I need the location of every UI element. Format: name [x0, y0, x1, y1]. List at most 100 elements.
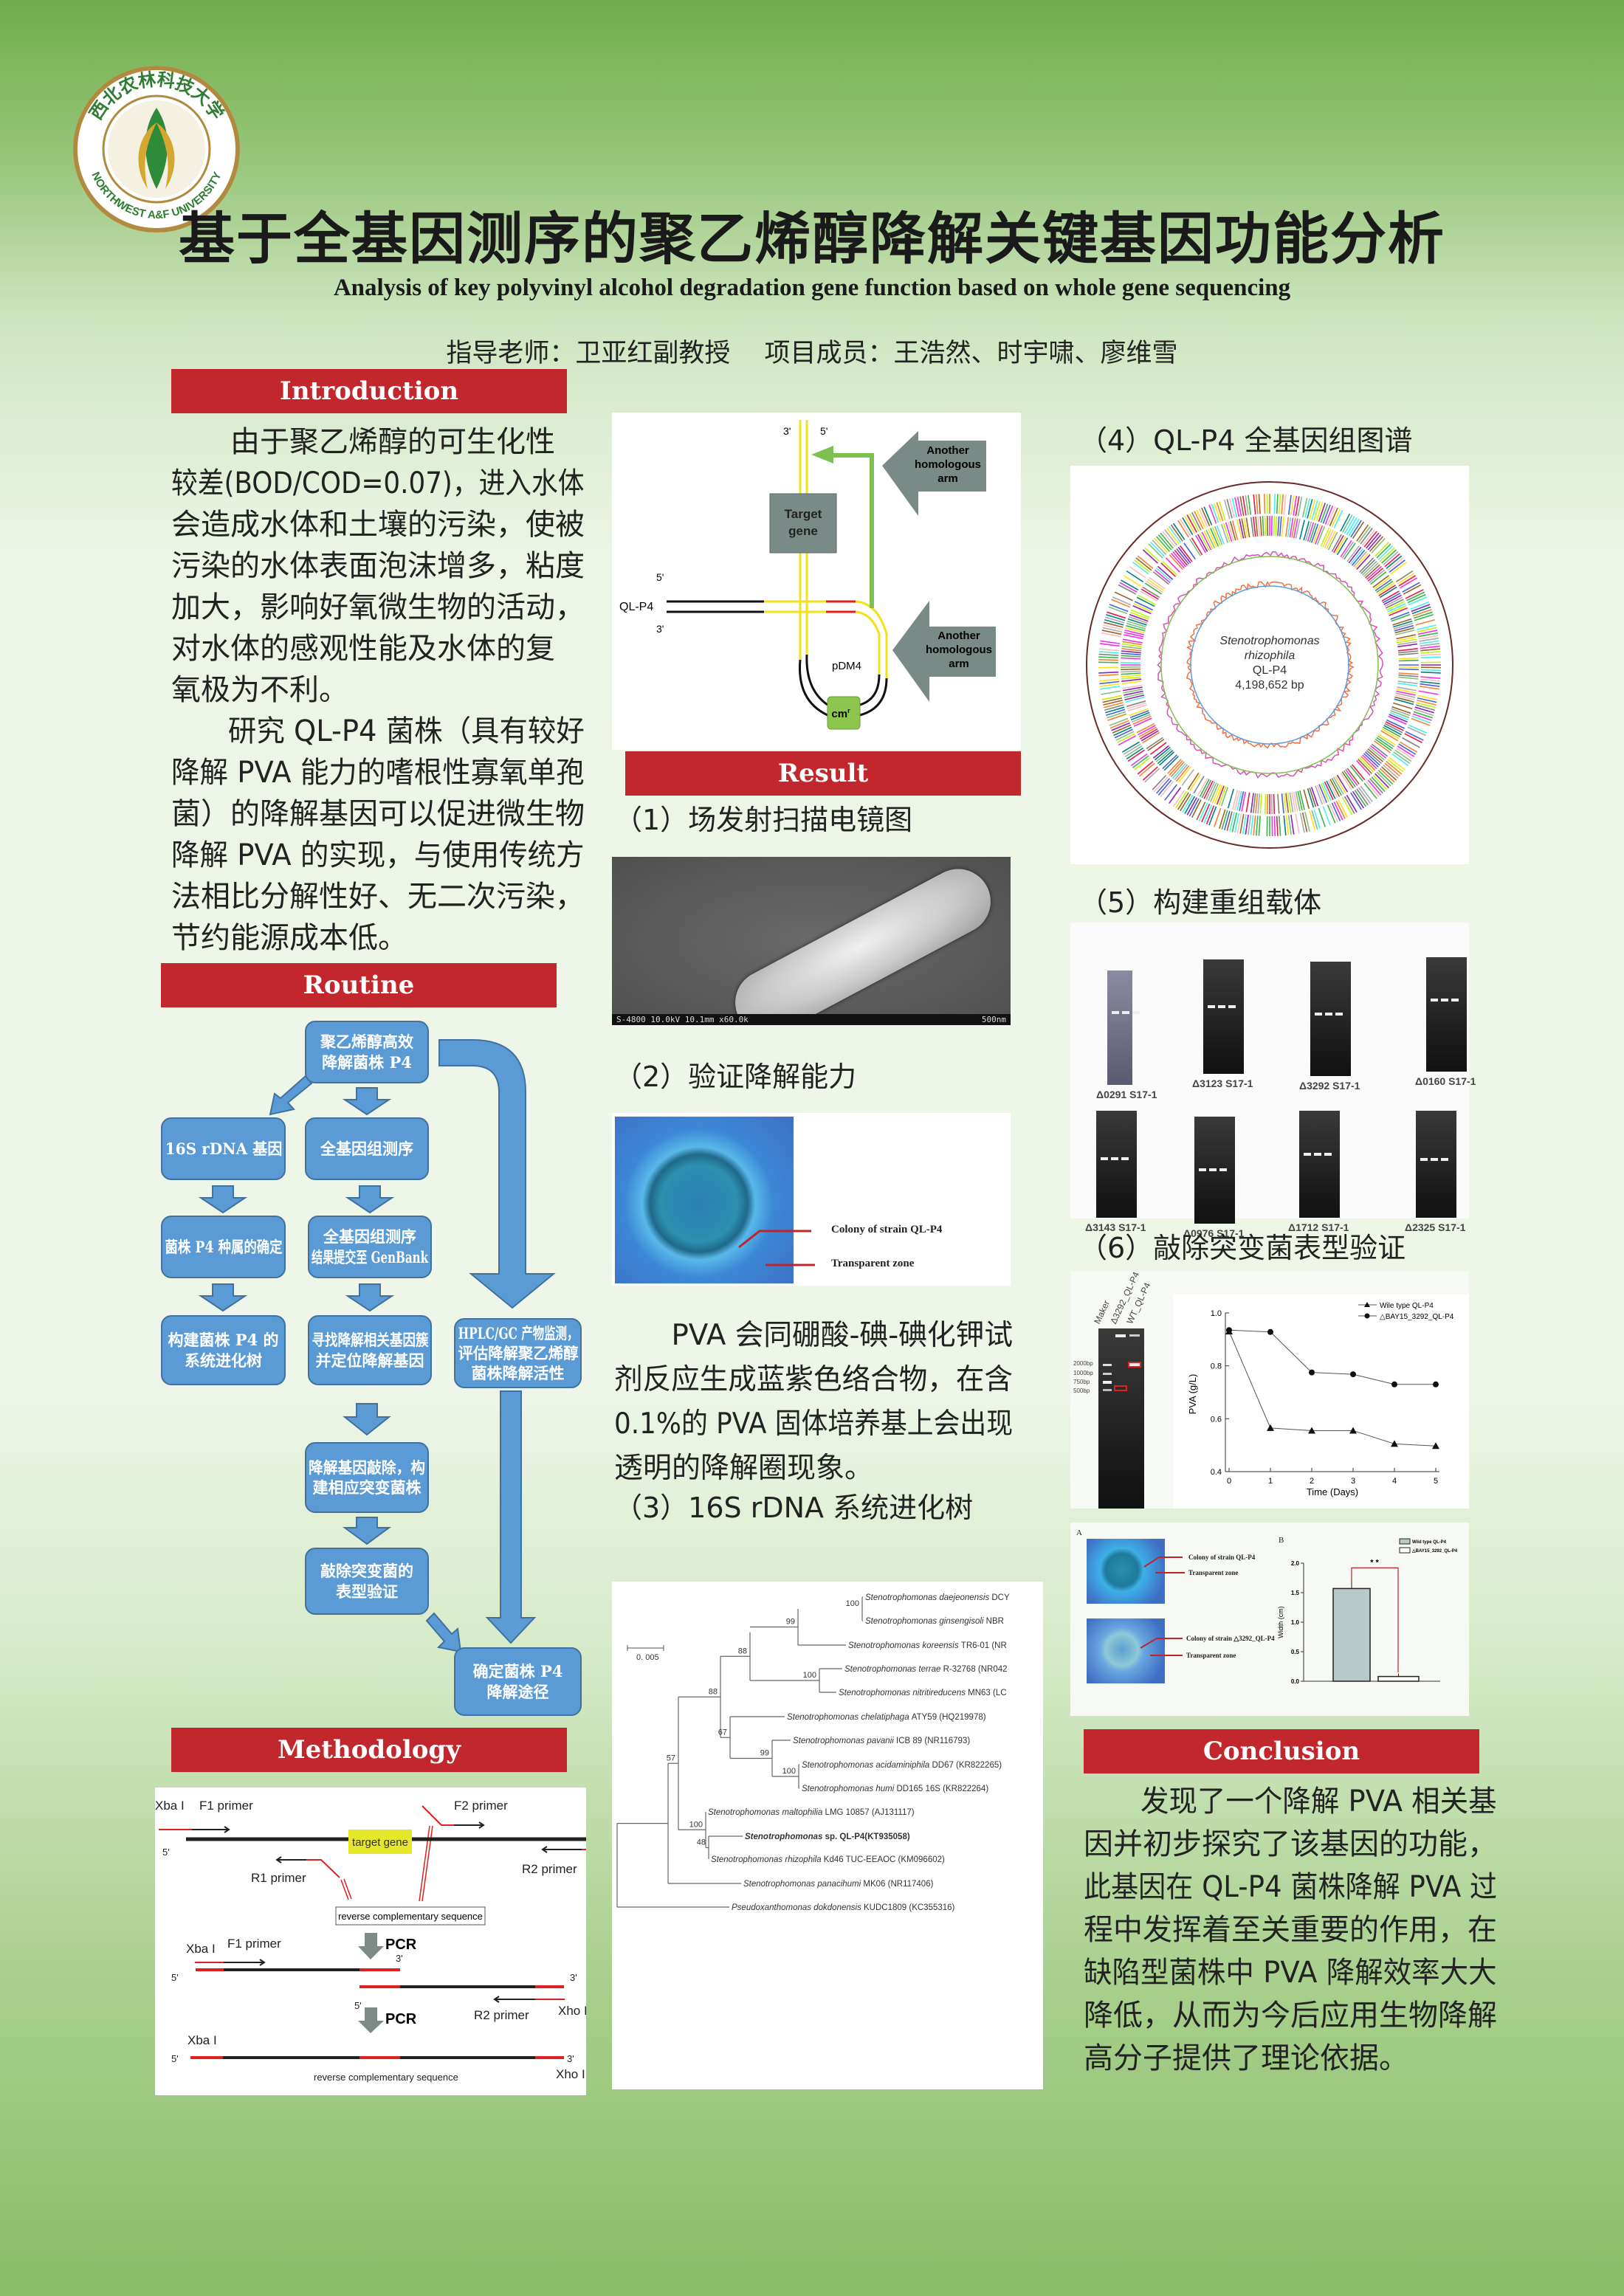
tree-leaf-label: Stenotrophomonas chelatiphaga ATY59 (HQ2… — [787, 1713, 986, 1722]
gel-label: Δ3292 S17-1 — [1299, 1080, 1360, 1092]
text-line: 会造成水体和土壤的污染，使被 — [171, 508, 585, 542]
tree-leaf-label: Stenotrophomonas ginsengisoli NBR — [865, 1617, 1004, 1626]
f2-primer-label: F2 primer — [454, 1799, 508, 1813]
legend-label: Wild type QL-P4 — [1412, 1540, 1447, 1545]
xba-label: Xba I — [155, 1799, 185, 1813]
gel-label: Δ0160 S17-1 — [1415, 1075, 1476, 1087]
bootstrap-value: 48 — [697, 1838, 706, 1847]
genome-center-label: QL-P4 — [1253, 664, 1287, 677]
legend-swatch — [1399, 1538, 1411, 1545]
bar — [1332, 1587, 1371, 1682]
text-line: 节约能源成本低。 — [171, 921, 407, 955]
y-tick-label: 2.0 — [1291, 1560, 1300, 1567]
arrow-down-icon — [343, 1403, 391, 1436]
flow-step-text: 评估降解聚乙烯醇 — [458, 1343, 578, 1362]
legend-label: Wile type QL-P4 — [1380, 1302, 1434, 1310]
result-heading-5: （5）构建重组载体 — [1079, 886, 1322, 919]
text-line: 污染的水体表面泡沫增多，粘度 — [171, 549, 585, 583]
gel-label: Δ3143 S17-1 — [1085, 1221, 1146, 1233]
genome-circular-map: StenotrophomonasrhizophilaQL-P44,198,652… — [1070, 466, 1469, 864]
gel-image — [1194, 1117, 1235, 1224]
text-line: 程中发挥着至关重要的作用，在 — [1084, 1913, 1497, 1947]
result-heading-4: （4）QL-P4 全基因组图谱 — [1079, 424, 1413, 457]
bootstrap-value: 88 — [738, 1647, 747, 1655]
gel-image — [1107, 971, 1140, 1085]
xba-label: Xba I — [187, 2033, 217, 2047]
homologous-arm-arrow-icon — [892, 601, 996, 702]
bootstrap-value: 100 — [846, 1599, 859, 1608]
target-label: gene — [788, 524, 818, 538]
five-prime-label: 5' — [354, 2000, 362, 2011]
sem-image: S-4800 10.0kV 10.1mm x60.0k 500nm — [612, 857, 1011, 1025]
y-axis-title: Width (cm) — [1277, 1606, 1284, 1638]
x-tick-label: 2 — [1310, 1477, 1314, 1486]
pcr-arrow-icon — [358, 2007, 384, 2033]
text-line: 菌）的降解基因可以促进微生物 — [171, 797, 585, 831]
f1-primer-label: F1 primer — [199, 1799, 253, 1813]
flow-step-box: 全基因组测序结果提交至 GenBank — [308, 1216, 432, 1278]
target-gene-box — [348, 1830, 412, 1854]
methodology-diagram: Xba I F1 primer F2 primer 5' R1 primer R… — [155, 1787, 586, 2095]
x-axis-title: Time (Days) — [1307, 1486, 1358, 1497]
green-arrow-icon — [811, 446, 833, 463]
cm-sup-label: r — [847, 707, 850, 714]
y-tick-label: 0.6 — [1211, 1415, 1222, 1424]
flow-step-text: 全基因组测序 — [320, 1139, 413, 1158]
text-line: 降解 PVA 的实现，与使用传统方 — [171, 838, 585, 872]
arrow-diagonal-icon — [269, 1075, 313, 1116]
colony-callouts — [738, 1230, 815, 1266]
result-heading-3: （3）16S rDNA 系统进化树 — [614, 1492, 974, 1524]
cmr-box — [827, 696, 861, 730]
flow-step-text: 降解基因敲除，构 — [309, 1458, 425, 1477]
three-prime-label: 3' — [783, 425, 791, 437]
y-tick-label: 1.5 — [1291, 1590, 1300, 1596]
text-line: 研究 QL-P4 菌株（具有较好 — [171, 714, 585, 748]
pcr-label: PCR — [385, 1937, 417, 1953]
r1-primer-label: R1 primer — [251, 1871, 306, 1885]
flow-step-box: 降解基因敲除，构建相应突变菌株 — [305, 1442, 429, 1513]
gel-label: Δ1712 S17-1 — [1288, 1221, 1349, 1233]
result-heading-6: （6）敲除突变菌表型验证 — [1079, 1232, 1406, 1264]
target-label: Target — [785, 507, 822, 521]
gel-image — [1096, 1111, 1137, 1218]
text-line: 加大，影响好氧微生物的活动， — [171, 590, 585, 624]
gel-label: Δ3123 S17-1 — [1192, 1078, 1253, 1089]
arm-label: arm — [937, 472, 958, 485]
y-tick-label: 0.5 — [1291, 1649, 1300, 1655]
recombinant-vector-gels: Δ0291 S17-1 Δ3123 S17-1 Δ3292 S17-1 Δ0160 S… — [1070, 923, 1476, 1239]
gel-label: Δ2325 S17-1 — [1405, 1221, 1466, 1233]
text-line: PVA 会同硼酸-碘-碘化钾试 — [614, 1319, 1014, 1352]
target-gene-box — [769, 493, 837, 554]
flow-step-text: 寻找降解相关基因簇 — [311, 1331, 429, 1350]
phylogenetic-tree: 10099100881009967884810057Stenotrophomon… — [612, 1582, 1043, 2089]
tree-leaf-label: Stenotrophomonas pavanii ICB 89 (NR11679… — [793, 1737, 970, 1745]
tree-leaf-label: Stenotrophomonas panacihumi MK06 (NR1174… — [743, 1880, 934, 1889]
xho-label: Xho I — [556, 2067, 585, 2081]
text-line: 氧极为不利。 — [171, 673, 348, 707]
flow-step-text: 确定菌株 P4 — [472, 1662, 563, 1681]
target-gene-label: target gene — [352, 1836, 408, 1849]
flow-step-text: 系统进化树 — [185, 1351, 262, 1370]
xho-label: Xho I — [558, 2004, 586, 2018]
wildtype-plate-image — [1087, 1539, 1165, 1604]
rcs-label: reverse complementary sequence — [314, 2072, 458, 2083]
gel-image — [1416, 1111, 1456, 1218]
rcs-box — [335, 1906, 486, 1926]
colony-label: Colony of strain △3292_QL-P4 — [1186, 1635, 1275, 1642]
tree-leaf-label: Stenotrophomonas daejeonensis DCY — [865, 1593, 1010, 1602]
flow-step-box: 16S rDNA 基因 — [161, 1117, 286, 1180]
three-prime-label: 3' — [396, 1953, 403, 1964]
poster-title: 基于全基因测序的聚乙烯醇降解关键基因功能分析 — [179, 206, 1445, 272]
text-line: 透明的降解圈现象。 — [614, 1452, 874, 1485]
gel-label: Δ0291 S17-1 — [1096, 1089, 1157, 1100]
flow-step-box: 构建菌株 P4 的系统进化树 — [161, 1315, 286, 1385]
text-line: 降解 PVA 能力的嗜根性寡氧单孢 — [171, 756, 585, 790]
series-line — [1228, 1331, 1437, 1447]
flow-step-box: HPLC/GC 产物监测，评估降解聚乙烯醇菌株降解活性 — [454, 1318, 582, 1388]
flow-step-box: 全基因组测序 — [305, 1117, 429, 1180]
bootstrap-value: 99 — [786, 1618, 795, 1627]
